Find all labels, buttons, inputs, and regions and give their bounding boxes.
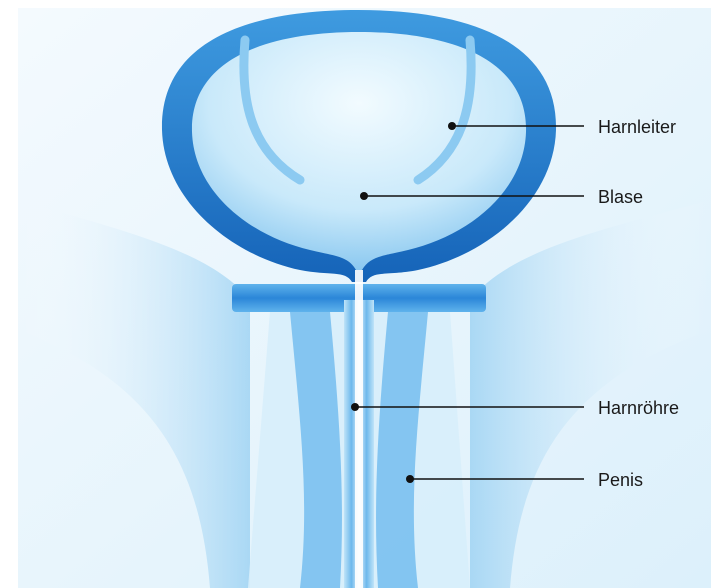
label-ureter: Harnleiter — [598, 117, 676, 137]
urethra-lumen — [355, 270, 363, 588]
leader-dot-penis — [406, 475, 414, 483]
leader-dot-blase — [360, 192, 368, 200]
label-urethra: Harnröhre — [598, 398, 679, 418]
label-penis: Penis — [598, 470, 643, 490]
leader-dot-harnroehre — [351, 403, 359, 411]
label-bladder: Blase — [598, 187, 643, 207]
leader-dot-harnleiter — [448, 122, 456, 130]
